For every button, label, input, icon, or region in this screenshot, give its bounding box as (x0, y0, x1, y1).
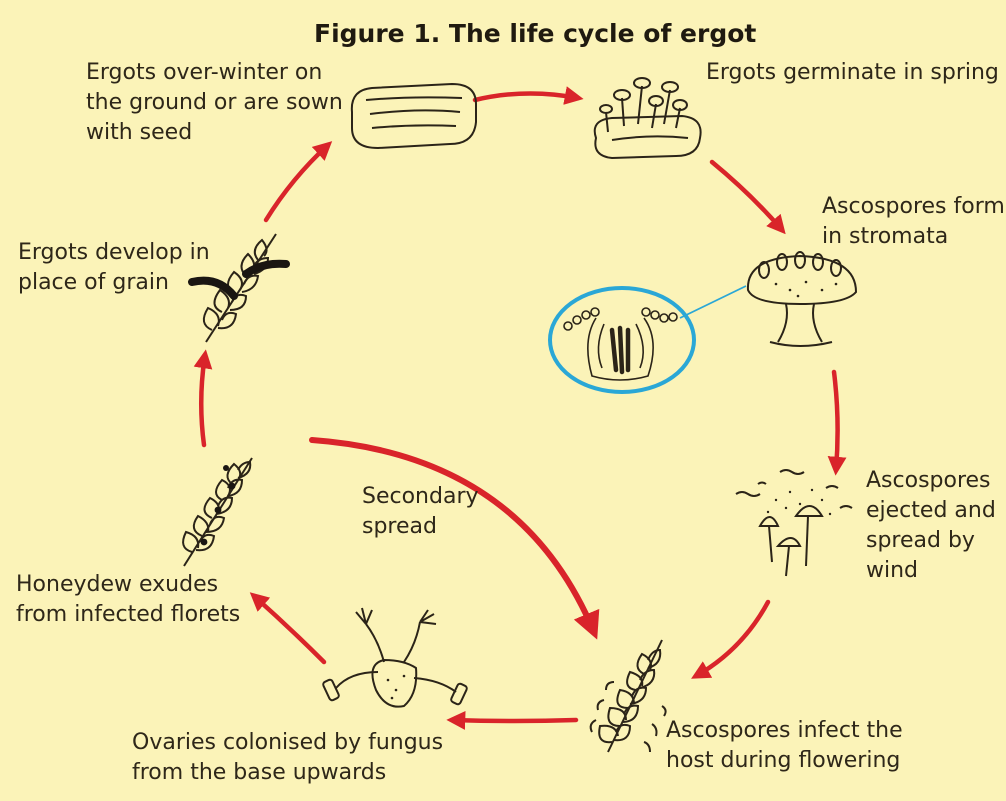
flowering-ear-icon (591, 640, 666, 752)
arrow-germinate-to-stromata (712, 162, 782, 230)
perithecium-closeup-icon (550, 286, 746, 392)
label-ergots-develop: Ergots develop in place of grain (18, 238, 210, 298)
label-ascospores-infect: Ascospores infect the host during flower… (666, 716, 903, 776)
label-overwinter: Ergots over-winter on the ground or are … (86, 58, 343, 148)
label-germinate: Ergots germinate in spring (706, 58, 999, 88)
honeydew-ear-icon (183, 458, 252, 566)
arrow-ejection-to-infection (696, 602, 768, 676)
ascospore-wind-icon (736, 470, 852, 576)
arrow-colonisation-to-honeydew (254, 596, 324, 662)
ergot-sclerotium-icon (352, 84, 476, 148)
figure-title: Figure 1. The life cycle of ergot (314, 19, 756, 48)
arrow-honeydew-to-develop (201, 355, 205, 445)
label-secondary-spread: Secondary spread (362, 482, 479, 542)
label-ascospores-ejected: Ascospores ejected and spread by wind (866, 466, 996, 586)
label-ascospores-form: Ascospores form in stromata (822, 192, 1005, 252)
arrow-overwinter-to-germinate (475, 93, 578, 100)
arrow-stromata-to-ejection (834, 372, 838, 470)
label-honeydew: Honeydew exudes from infected florets (16, 570, 240, 630)
germinating-ergot-icon (595, 78, 701, 158)
stroma-head-icon (748, 252, 856, 346)
colonised-ovary-icon (322, 608, 468, 707)
label-ovaries-colonised: Ovaries colonised by fungus from the bas… (132, 728, 443, 788)
arrow-develop-to-overwinter (266, 145, 328, 220)
arrow-infection-to-colonisation (452, 720, 576, 721)
